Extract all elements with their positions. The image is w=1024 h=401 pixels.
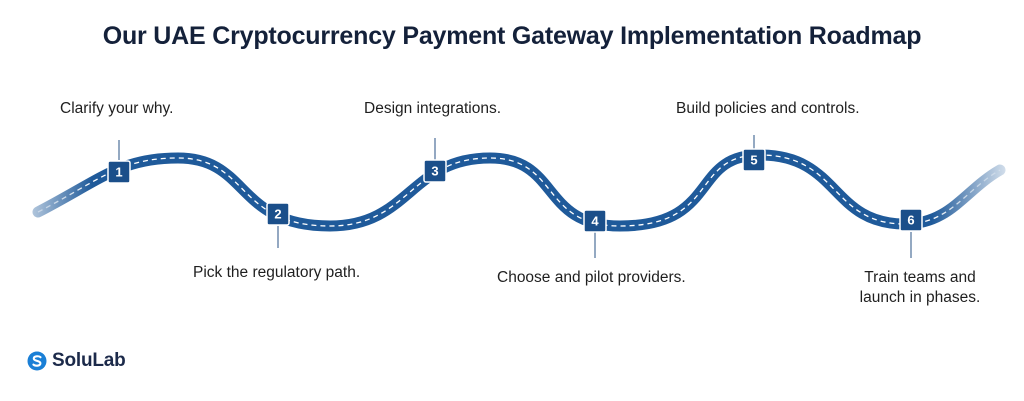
step-label-6: Train teams and launch in phases. <box>845 268 995 308</box>
step-label-4: Choose and pilot providers. <box>497 269 686 286</box>
road-dashes <box>37 154 1001 227</box>
step-label-2: Pick the regulatory path. <box>193 264 361 281</box>
solulab-logo-icon <box>27 351 47 371</box>
step-label-6-line-1: Train teams and <box>864 269 976 286</box>
solulab-logo-text: SoluLab <box>52 350 126 371</box>
step-label-5: Build policies and controls. <box>676 100 860 117</box>
step-marker-4: 4 <box>583 209 607 233</box>
page-title: Our UAE Cryptocurrency Payment Gateway I… <box>102 22 922 50</box>
step-number-3: 3 <box>431 164 438 179</box>
step-number-2: 2 <box>274 207 281 222</box>
step-marker-3: 3 <box>423 159 447 183</box>
step-number-1: 1 <box>115 165 122 180</box>
step-number-5: 5 <box>750 153 757 168</box>
step-marker-6: 6 <box>899 208 923 232</box>
step-number-6: 6 <box>907 213 914 228</box>
step-marker-2: 2 <box>266 202 290 226</box>
step-label-6-line-2: launch in phases. <box>859 289 981 306</box>
step-label-3: Design integrations. <box>364 100 501 117</box>
step-marker-1: 1 <box>107 160 131 184</box>
step-marker-5: 5 <box>742 148 766 172</box>
solulab-logo: SoluLab <box>27 350 126 372</box>
step-label-1: Clarify your why. <box>60 100 174 117</box>
step-number-4: 4 <box>591 214 599 229</box>
road-body <box>32 149 1006 232</box>
